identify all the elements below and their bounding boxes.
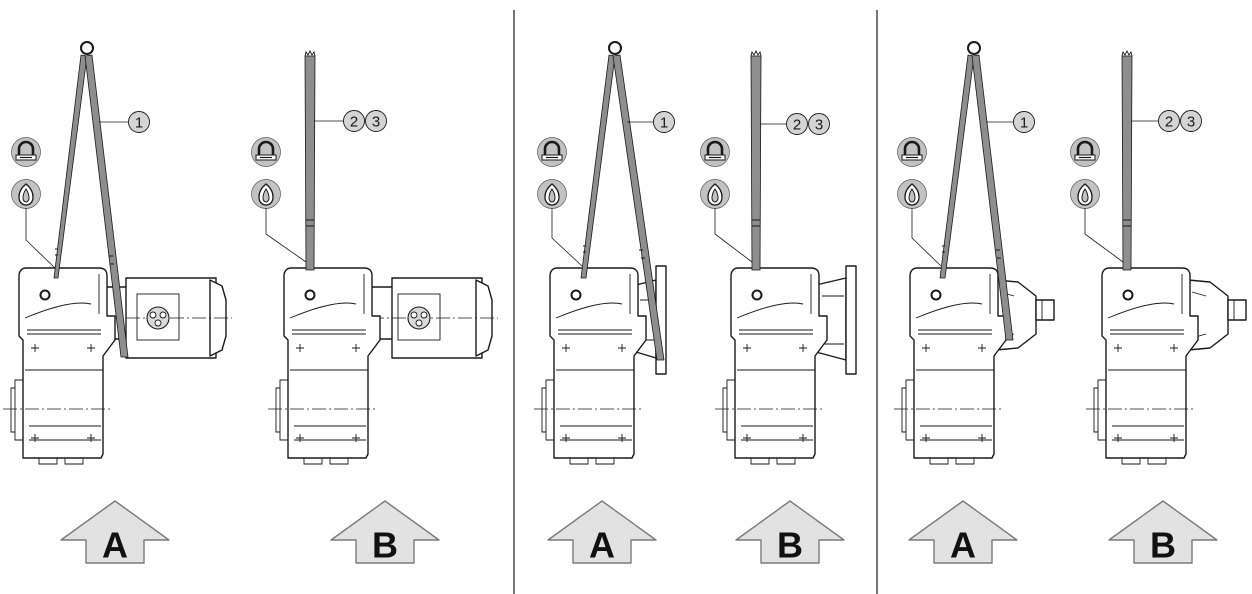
shackle-icon	[250, 136, 282, 168]
single-leg-sling	[1121, 49, 1133, 271]
view-motor-b: 2 3 B	[250, 49, 498, 566]
hook-icon	[1069, 178, 1101, 210]
callout-3: 3	[1180, 110, 1202, 132]
callout-3: 3	[808, 113, 830, 135]
two-leg-sling	[939, 41, 1014, 341]
arrow-a: A	[547, 500, 657, 566]
view-flange-b: 2 3 B	[699, 49, 857, 566]
panel-shaft: 1 A	[893, 41, 1247, 566]
arrow-b: B	[330, 500, 440, 566]
shackle-icon	[536, 136, 568, 168]
hook-icon	[250, 178, 282, 210]
shackle-icon	[10, 136, 42, 168]
single-leg-sling	[304, 49, 316, 271]
motor-terminal-icon	[146, 306, 170, 330]
shackle-icon	[896, 136, 928, 168]
svg-text:1: 1	[660, 115, 668, 132]
svg-text:3: 3	[1187, 114, 1195, 131]
callout-3: 3	[365, 110, 387, 132]
svg-text:1: 1	[1020, 115, 1028, 132]
svg-text:2: 2	[793, 117, 801, 134]
motor-terminal-icon	[407, 306, 431, 330]
callout-1: 1	[1013, 111, 1035, 133]
svg-text:B: B	[372, 525, 398, 566]
view-motor-a: 1 A	[2, 41, 232, 566]
shackle-icon	[1069, 136, 1101, 168]
arrow-b: B	[735, 500, 845, 566]
gearbox-housing	[893, 267, 1007, 465]
shackle-icon	[699, 136, 731, 168]
svg-text:A: A	[102, 525, 128, 566]
gearbox-housing	[714, 267, 828, 465]
icon-leader	[265, 208, 307, 263]
svg-text:3: 3	[372, 114, 380, 131]
svg-text:3: 3	[815, 117, 823, 134]
hook-icon	[896, 178, 928, 210]
hook-icon	[10, 178, 42, 210]
svg-text:2: 2	[1165, 114, 1173, 131]
panel-motor: 1 A	[2, 41, 498, 566]
gearbox-housing	[1085, 267, 1199, 465]
callout-2: 2	[1158, 110, 1180, 132]
icon-leader	[1084, 208, 1124, 263]
icon-leader	[551, 208, 583, 267]
svg-text:B: B	[1150, 525, 1176, 566]
gearbox-housing	[267, 267, 381, 465]
svg-text:1: 1	[135, 115, 143, 132]
icon-leader	[25, 208, 56, 269]
gearbox-housing	[2, 267, 116, 465]
view-shaft-a: 1 A	[893, 41, 1055, 566]
arrow-a: A	[60, 500, 170, 566]
icon-leader	[911, 208, 942, 267]
view-shaft-b: 2 3 B	[1069, 49, 1247, 566]
arrow-a: A	[908, 500, 1018, 566]
callout-2: 2	[786, 113, 808, 135]
hook-icon	[536, 178, 568, 210]
arrow-b: B	[1108, 500, 1218, 566]
panel-flange: 1 A	[533, 41, 857, 566]
view-flange-a: 1 A	[533, 41, 675, 566]
svg-text:A: A	[589, 525, 615, 566]
icon-leader	[714, 208, 753, 263]
single-leg-sling	[750, 49, 762, 271]
two-leg-sling	[53, 41, 129, 358]
svg-text:A: A	[950, 525, 976, 566]
svg-text:B: B	[777, 525, 803, 566]
callout-1: 1	[653, 111, 675, 133]
svg-text:2: 2	[350, 114, 358, 131]
gearbox-housing	[533, 267, 647, 465]
hook-icon	[699, 178, 731, 210]
two-leg-sling	[580, 41, 665, 361]
callout-2: 2	[343, 110, 365, 132]
callout-1: 1	[128, 111, 150, 133]
motor-body	[365, 277, 498, 359]
